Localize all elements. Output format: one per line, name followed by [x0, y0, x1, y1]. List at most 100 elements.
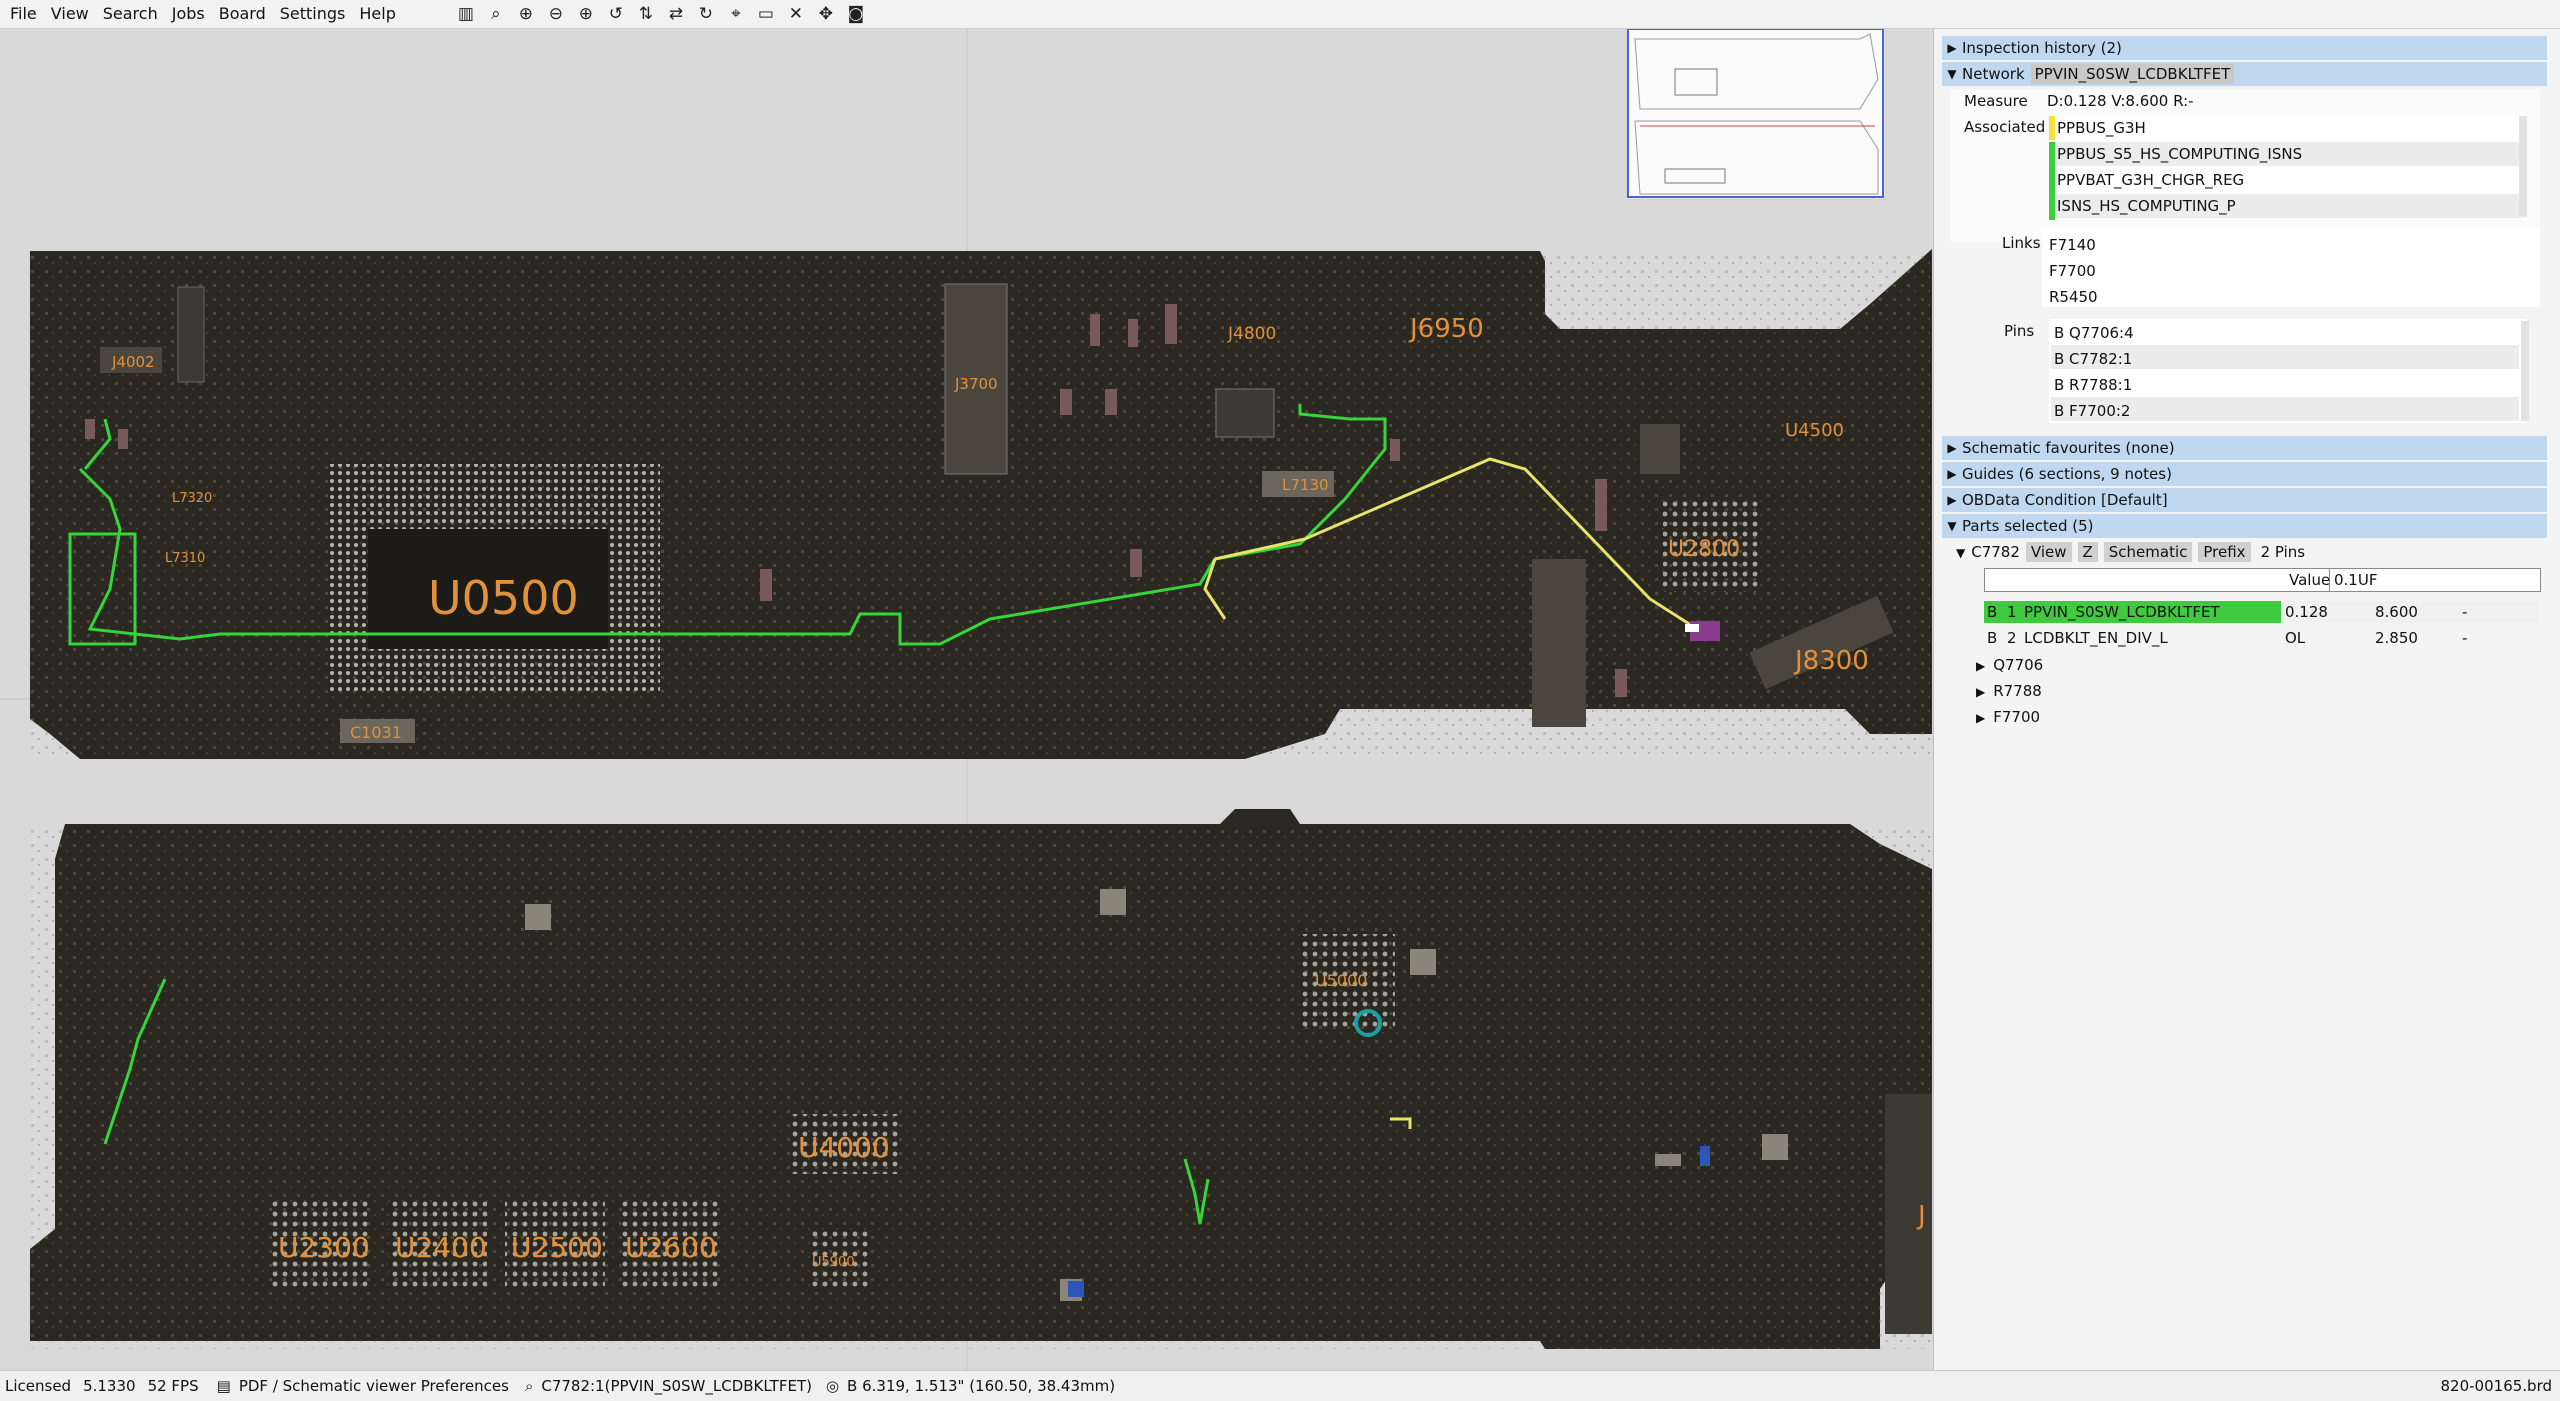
expand-triangle-icon[interactable]: ▶: [1947, 41, 1957, 55]
rotate-icon[interactable]: ↺: [608, 4, 623, 24]
associated-net-1[interactable]: PPBUS_G3H: [2057, 119, 2146, 137]
links-list: [2042, 229, 2540, 307]
menu-help[interactable]: Help: [359, 4, 396, 23]
pin-row-2-net[interactable]: LCDBKLT_EN_DIV_L: [2024, 629, 2168, 647]
label-j6950: J6950: [1408, 314, 1484, 344]
pin-2[interactable]: B C7782:1: [2054, 350, 2133, 368]
pin-3[interactable]: B R7788:1: [2054, 376, 2133, 394]
pin-row-2-d: OL: [2285, 629, 2306, 647]
associated-net-3[interactable]: PPVBAT_G3H_CHGR_REG: [2057, 171, 2245, 189]
board-view[interactable]: U0500 J3700 J4800 J6950 J4002 L7320 L731…: [0, 29, 1932, 1370]
center-icon[interactable]: ⌖: [731, 4, 741, 24]
document-icon[interactable]: ▤: [216, 1377, 231, 1395]
pin-count: 2 Pins: [2260, 543, 2306, 561]
pin-row-2-side[interactable]: B: [1987, 629, 1998, 647]
zoom-out-minus-icon[interactable]: ⊖: [548, 4, 563, 24]
zoom-in-icon[interactable]: ⊕: [518, 4, 533, 24]
pins-scrollbar[interactable]: [2521, 321, 2529, 421]
zoom-in-plus-icon[interactable]: ⊕: [578, 4, 593, 24]
label-u4000: U4000: [798, 1131, 890, 1164]
collapse-triangle-icon[interactable]: ▼: [1947, 67, 1957, 81]
link-1[interactable]: F7140: [2049, 236, 2096, 254]
value-text: 0.1UF: [2334, 571, 2378, 589]
label-j-edge: J: [1916, 1201, 1926, 1231]
section-network[interactable]: ▼ Network PPVIN_S0SW_LCDBKLTFET: [1942, 62, 2547, 86]
toolbar: ▥ ⌕ ⊕ ⊖ ⊕ ↺ ⇅ ⇄ ↻ ⌖ ▭ ✕ ✥ ◙: [451, 1, 871, 27]
network-name[interactable]: PPVIN_S0SW_LCDBKLTFET: [2030, 64, 2235, 84]
associated-list[interactable]: PPBUS_G3H PPBUS_S5_HS_COMPUTING_ISNS PPV…: [2049, 116, 2527, 220]
associated-net-2[interactable]: PPBUS_S5_HS_COMPUTING_ISNS: [2057, 145, 2303, 163]
menu-search[interactable]: Search: [102, 4, 158, 23]
part-r7788-row[interactable]: ▶R7788: [1976, 682, 2042, 700]
pins-label: Pins: [2004, 322, 2035, 340]
label-j3700: J3700: [954, 375, 998, 393]
tools-icon[interactable]: ✥: [818, 4, 833, 24]
pin-4[interactable]: B F7700:2: [2054, 402, 2131, 420]
menu-board[interactable]: Board: [218, 4, 266, 23]
flip-horizontal-icon[interactable]: ⇄: [668, 4, 683, 24]
clear-icon[interactable]: ✕: [788, 4, 803, 24]
expand-triangle-icon[interactable]: ▶: [1947, 493, 1957, 507]
section-inspection-history[interactable]: ▶ Inspection history (2): [1942, 36, 2547, 60]
menu-jobs[interactable]: Jobs: [171, 4, 205, 23]
rotate-cw-icon[interactable]: ↻: [698, 4, 713, 24]
label-u5000: U5000: [1315, 971, 1367, 990]
section-parts-selected[interactable]: ▼ Parts selected (5): [1942, 514, 2547, 538]
pin-row-2-num[interactable]: 2: [2007, 629, 2017, 647]
collapse-triangle-icon[interactable]: ▼: [1956, 546, 1966, 560]
menu-file[interactable]: File: [10, 4, 37, 23]
label-u4500: U4500: [1785, 420, 1844, 441]
value-label: Value: [2289, 571, 2331, 589]
expand-triangle-icon[interactable]: ▶: [1976, 659, 1986, 673]
link-2[interactable]: F7700: [2049, 262, 2096, 280]
preferences-link[interactable]: PDF / Schematic viewer Preferences: [238, 1377, 509, 1395]
board-outline-icon[interactable]: ▭: [757, 4, 774, 24]
part-q7706-row[interactable]: ▶Q7706: [1976, 656, 2044, 674]
label-u2400: U2400: [395, 1231, 487, 1264]
section-schematic-favourites[interactable]: ▶ Schematic favourites (none): [1942, 436, 2547, 460]
expand-triangle-icon[interactable]: ▶: [1947, 441, 1957, 455]
pin-row-1-side[interactable]: B: [1987, 603, 1998, 621]
prefix-button[interactable]: Prefix: [2198, 542, 2251, 562]
view-button[interactable]: View: [2025, 542, 2072, 562]
menu-bar: File View Search Jobs Board Settings Hel…: [0, 0, 2560, 29]
collapse-triangle-icon[interactable]: ▼: [1947, 519, 1957, 533]
link-3[interactable]: R5450: [2049, 288, 2098, 306]
z-button[interactable]: Z: [2077, 542, 2098, 562]
search-list-icon[interactable]: ⌕: [524, 1377, 534, 1395]
label-u0500: U0500: [428, 571, 579, 625]
target-icon: ◎: [825, 1377, 840, 1395]
links-label: Links: [2002, 234, 2041, 252]
label-l7310: L7310: [165, 551, 205, 566]
pin-row-1-v: 8.600: [2375, 603, 2418, 621]
expand-triangle-icon[interactable]: ▶: [1976, 711, 1986, 725]
minimap[interactable]: [1626, 29, 1886, 200]
menu-view[interactable]: View: [50, 4, 89, 23]
expand-triangle-icon[interactable]: ▶: [1947, 467, 1957, 481]
section-obdata[interactable]: ▶ OBData Condition [Default]: [1942, 488, 2547, 512]
pin-row-2-v: 2.850: [2375, 629, 2418, 647]
label-j4002: J4002: [111, 353, 155, 371]
label-j4800: J4800: [1227, 324, 1276, 344]
part-f7700-row[interactable]: ▶F7700: [1976, 708, 2041, 726]
associated-net-4[interactable]: ISNS_HS_COMPUTING_P: [2057, 197, 2236, 215]
pin-row-1-r: -: [2462, 603, 2468, 621]
inspector-panel: ▶ Inspection history (2) ▼ Network PPVIN…: [1933, 29, 2560, 1370]
section-guides[interactable]: ▶ Guides (6 sections, 9 notes): [1942, 462, 2547, 486]
board-canvas[interactable]: U0500 J3700 J4800 J6950 J4002 L7320 L731…: [0, 29, 1932, 1370]
pin-row-1-net[interactable]: PPVIN_S0SW_LCDBKLTFET: [2024, 603, 2220, 621]
camera-icon[interactable]: ◙: [847, 4, 865, 24]
status-bar: Licensed 5.1330 52 FPS ▤ PDF / Schematic…: [0, 1370, 2560, 1401]
layers-icon[interactable]: ▥: [457, 4, 474, 24]
pin-1[interactable]: B Q7706:4: [2054, 324, 2134, 342]
pin-row-1-num[interactable]: 1: [2007, 603, 2017, 621]
menu-settings[interactable]: Settings: [279, 4, 346, 23]
schematic-button[interactable]: Schematic: [2103, 542, 2193, 562]
zoom-fit-icon[interactable]: ⌕: [491, 4, 501, 24]
license-status: Licensed: [5, 1377, 72, 1395]
label-u2300: U2300: [278, 1231, 370, 1264]
expand-triangle-icon[interactable]: ▶: [1976, 685, 1986, 699]
flip-vertical-icon[interactable]: ⇅: [638, 4, 653, 24]
associated-scrollbar[interactable]: [2519, 116, 2527, 216]
